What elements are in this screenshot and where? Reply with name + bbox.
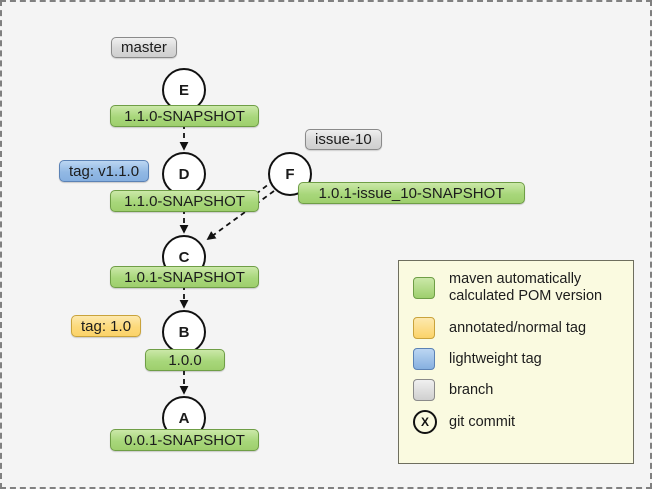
- commit-node-d[interactable]: D: [162, 152, 206, 196]
- legend-item-branch: branch: [399, 379, 633, 402]
- legend-item-git-commit: X git commit: [399, 410, 633, 435]
- tag-chip-lightweight-v110[interactable]: tag: v1.1.0: [59, 160, 150, 182]
- legend-swatch-green: [413, 277, 435, 299]
- legend-item-annotated-tag: annotated/normal tag: [399, 317, 633, 340]
- commit-node-e[interactable]: E: [162, 68, 206, 112]
- version-chip-c[interactable]: 1.0.1-SNAPSHOT: [110, 266, 259, 288]
- legend-swatch-blue: [413, 348, 435, 371]
- legend-label-git-commit: git commit: [449, 413, 516, 430]
- legend-label-branch: branch: [449, 381, 494, 398]
- legend-item-maven-version: maven automatically calculated POM versi…: [399, 271, 633, 305]
- legend-swatch-gray: [413, 379, 435, 402]
- legend-label-maven-version: maven automatically calculated POM versi…: [449, 271, 602, 305]
- version-chip-b[interactable]: 1.0.0: [145, 349, 225, 371]
- legend-label-annotated-tag: annotated/normal tag: [449, 319, 587, 336]
- version-chip-f[interactable]: 1.0.1-issue_10-SNAPSHOT: [298, 182, 525, 204]
- tag-chip-annotated-10[interactable]: tag: 1.0: [71, 315, 142, 337]
- legend-panel: maven automatically calculated POM versi…: [398, 260, 634, 464]
- commit-node-b[interactable]: B: [162, 310, 206, 354]
- legend-label-line1: maven automatically: [449, 271, 582, 287]
- legend-swatch-yellow: [413, 317, 435, 340]
- version-chip-e[interactable]: 1.1.0-SNAPSHOT: [110, 105, 259, 127]
- legend-label-line2: calculated POM version: [449, 288, 603, 305]
- legend-label-lightweight-tag: lightweight tag: [449, 350, 542, 367]
- branch-chip-master[interactable]: master: [111, 37, 177, 58]
- branch-chip-issue-10[interactable]: issue-10: [305, 129, 382, 150]
- commit-circle-icon: X: [413, 410, 437, 435]
- version-chip-d[interactable]: 1.1.0-SNAPSHOT: [110, 190, 259, 212]
- version-chip-a[interactable]: 0.0.1-SNAPSHOT: [110, 429, 259, 451]
- legend-item-lightweight-tag: lightweight tag: [399, 348, 633, 371]
